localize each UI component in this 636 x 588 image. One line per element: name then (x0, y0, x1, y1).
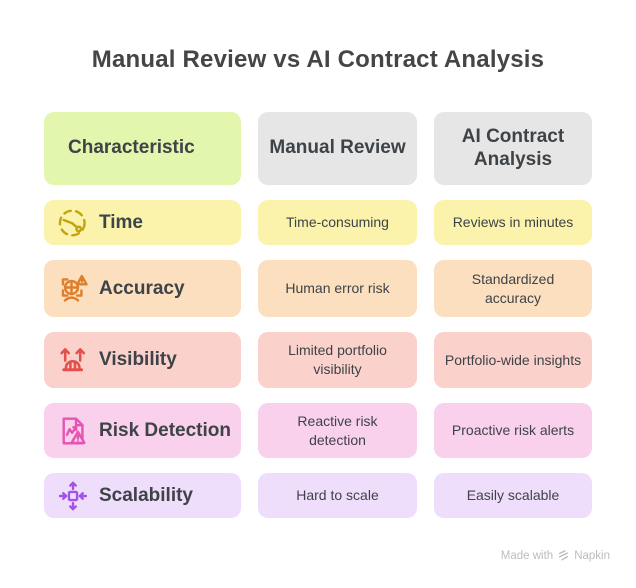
header-manual-review: Manual Review (258, 112, 417, 185)
header-characteristic: Characteristic (44, 112, 241, 185)
row-time-label-cell: Time (44, 200, 241, 245)
comparison-table: Characteristic Manual Review AI Contract… (44, 112, 593, 518)
cell-text: Easily scalable (466, 487, 560, 504)
row-label: Accuracy (99, 277, 185, 299)
row-label: Visibility (99, 349, 177, 371)
made-with-credit: Made with Napkin (501, 549, 610, 562)
row-risk-detection-label-cell: Risk Detection (44, 403, 241, 458)
header-label: Manual Review (269, 137, 406, 159)
cell-risk-detection-manual: Reactive risk detection (258, 403, 417, 458)
cell-accuracy-ai: Standardized accuracy (434, 260, 592, 317)
row-scalability-label-cell: Scalability (44, 473, 241, 518)
row-label: Time (99, 211, 144, 233)
cell-text: Portfolio-wide insights (444, 351, 582, 368)
cell-text: Human error risk (285, 280, 390, 297)
row-label: Scalability (99, 484, 193, 506)
row-accuracy-label-cell: Accuracy (44, 260, 241, 317)
cell-text: Limited portfolio visibility (288, 342, 387, 377)
row-label: Risk Detection (99, 419, 231, 441)
cell-time-manual: Time-consuming (258, 200, 417, 245)
cell-text: Standardized accuracy (471, 270, 555, 306)
cell-risk-detection-ai: Proactive risk alerts (434, 403, 592, 458)
cell-text: Reactive risk detection (297, 412, 378, 448)
header-label: AI Contract Analysis (461, 125, 565, 170)
cell-accuracy-manual: Human error risk (258, 260, 417, 317)
cell-text: Hard to scale (296, 487, 379, 504)
target-warning-icon (55, 271, 91, 307)
cell-time-ai: Reviews in minutes (434, 200, 592, 245)
cell-scalability-manual: Hard to scale (258, 473, 417, 518)
header-label: Characteristic (68, 137, 195, 159)
cell-scalability-ai: Easily scalable (434, 473, 592, 518)
cell-text: Time-consuming (286, 214, 389, 231)
page-title: Manual Review vs AI Contract Analysis (91, 46, 545, 73)
arrows-hardhat-icon (55, 342, 91, 378)
cell-text: Reviews in minutes (452, 214, 574, 231)
cell-text: Proactive risk alerts (451, 422, 575, 439)
clock-dashed-icon (55, 205, 91, 241)
cell-visibility-manual: Limited portfolio visibility (258, 332, 417, 388)
cell-visibility-ai: Portfolio-wide insights (434, 332, 592, 388)
resize-arrows-icon (55, 478, 91, 514)
row-visibility-label-cell: Visibility (44, 332, 241, 388)
napkin-logo-icon (559, 550, 569, 561)
infographic-page: Manual Review vs AI Contract Analysis Ch… (44, 46, 610, 562)
brand-text: Napkin (574, 549, 610, 562)
made-with-text: Made with (500, 549, 554, 562)
document-alert-icon (55, 413, 91, 449)
header-ai-contract-analysis: AI Contract Analysis (434, 112, 592, 185)
